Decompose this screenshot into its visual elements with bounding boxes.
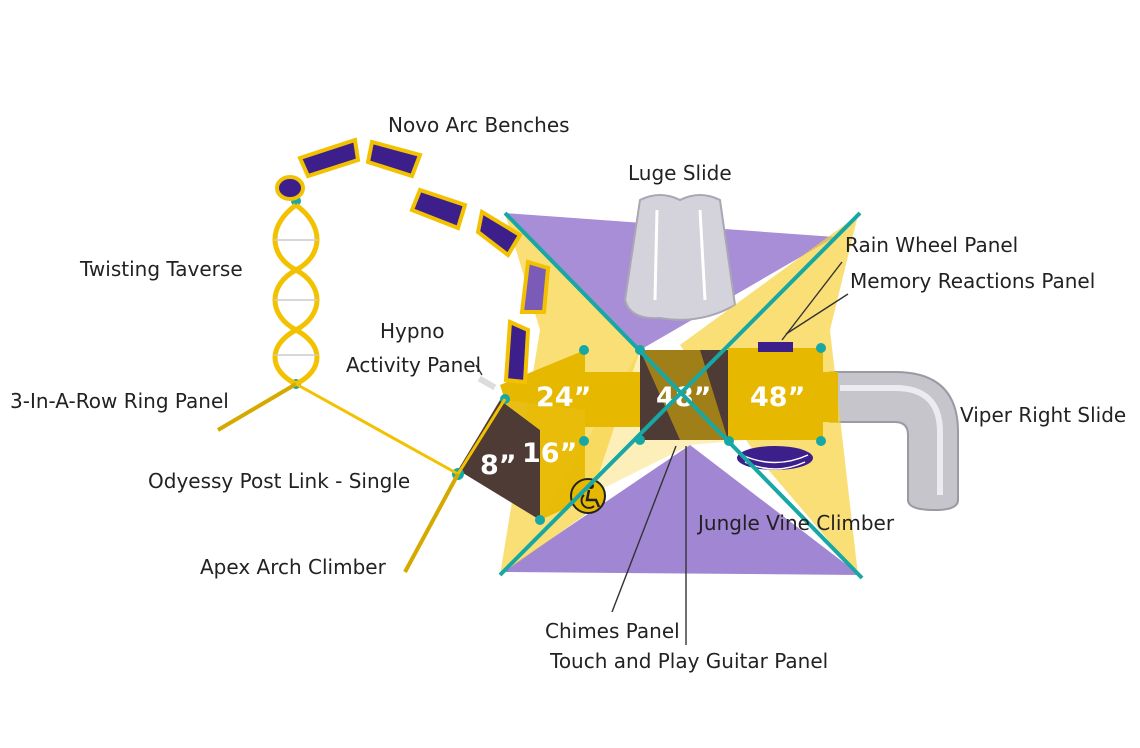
shade-sail-bottom — [502, 445, 860, 575]
label-memory-reactions-panel: Memory Reactions Panel — [850, 269, 1095, 293]
apex-arch-climber-shape — [403, 473, 460, 573]
twisting-taverse — [272, 202, 320, 387]
viper-right-slide — [829, 371, 959, 512]
frame-diagonal-1 — [503, 211, 864, 580]
hypno-link — [456, 398, 507, 475]
hypno-panel-shape — [477, 375, 497, 391]
leader-lines — [475, 261, 849, 645]
deck-48-b — [728, 348, 823, 440]
deck-height-16: 16” — [522, 438, 577, 469]
deck-24 — [500, 350, 585, 410]
label-luge-slide: Luge Slide — [628, 161, 732, 185]
label-jungle-vine-climber: Jungle Vine Climber — [696, 511, 895, 535]
deck-8 — [458, 400, 540, 520]
luge-slide — [623, 194, 737, 321]
deck-height-24: 24” — [536, 382, 591, 413]
label-chimes-panel: Chimes Panel — [545, 619, 680, 643]
label-viper-right-slide: Viper Right Slide — [960, 403, 1126, 427]
bridge-24-48 — [585, 372, 645, 427]
ring-panel-arm — [216, 382, 298, 432]
label-ring-panel: 3-In-A-Row Ring Panel — [10, 389, 229, 413]
label-rain-wheel-panel: Rain Wheel Panel — [845, 233, 1018, 257]
deck-16 — [500, 385, 585, 520]
memory-reactions-panel-shape — [758, 342, 793, 352]
label-novo-arc-benches: Novo Arc Benches — [388, 113, 570, 137]
odyssey-post-link — [295, 382, 459, 476]
label-apex-arch-climber: Apex Arch Climber — [200, 555, 387, 579]
novo-arc-benches — [275, 137, 551, 385]
deck-height-8: 8” — [480, 450, 517, 481]
deck-48-b-end — [818, 372, 838, 422]
label-twisting-taverse: Twisting Taverse — [79, 257, 243, 281]
jungle-vine-climber-shape — [737, 446, 813, 470]
label-touch-play-guitar: Touch and Play Guitar Panel — [549, 649, 828, 673]
deck-height-48b: 48” — [750, 382, 805, 413]
label-activity-panel: Activity Panel — [346, 353, 481, 377]
label-hypno: Hypno — [380, 319, 444, 343]
frame-diagonal-2 — [498, 211, 862, 577]
label-odyessy-post-link: Odyessy Post Link - Single — [148, 469, 410, 493]
